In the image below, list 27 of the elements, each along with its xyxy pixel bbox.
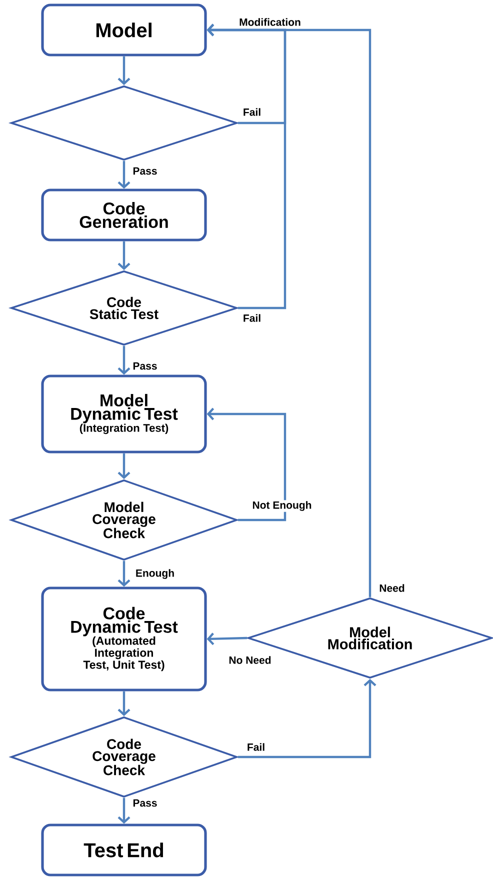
edge-label: Not Enough bbox=[251, 500, 313, 512]
arrow bbox=[118, 560, 130, 587]
arrow bbox=[118, 241, 130, 270]
arrow bbox=[118, 798, 130, 824]
edge-label: Pass bbox=[132, 361, 158, 371]
process-box: Model Dynamic Test (Integration Test) bbox=[41, 374, 207, 454]
arrow bbox=[118, 691, 130, 716]
arrow bbox=[118, 346, 130, 375]
edge-label: Need bbox=[378, 583, 406, 593]
edge-label: Enough bbox=[134, 568, 176, 580]
process-box: Code Dynamic Test (Automated Integration Test, Unit Test) bbox=[41, 586, 207, 692]
edge-label: Pass bbox=[132, 166, 158, 176]
arrow bbox=[206, 24, 372, 598]
arrow bbox=[238, 678, 376, 758]
arrow bbox=[206, 408, 286, 522]
edge-label: Fail bbox=[246, 742, 266, 752]
arrow bbox=[118, 160, 130, 189]
note-label: Modification bbox=[238, 17, 302, 27]
edge-label: Fail bbox=[242, 313, 262, 323]
process-box: Model bbox=[41, 4, 207, 56]
edge-label: Pass bbox=[132, 798, 158, 808]
arrow bbox=[118, 453, 130, 480]
arrow bbox=[118, 56, 130, 86]
edge-label: Fail bbox=[242, 107, 262, 117]
process-box: Test End bbox=[41, 824, 207, 876]
process-box: Code Generation bbox=[41, 188, 207, 242]
arrow bbox=[206, 632, 248, 646]
